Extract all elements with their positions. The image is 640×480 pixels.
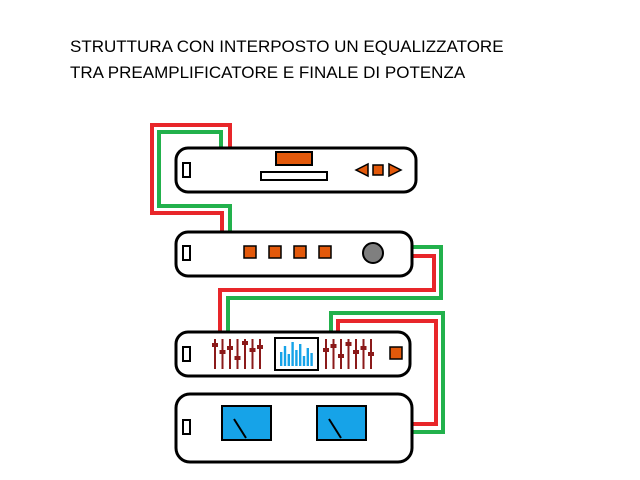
eq-slider-knob [242, 341, 248, 345]
eq-bypass-button [389, 346, 403, 360]
power-switch-icon [182, 245, 191, 261]
eq-slider-knob [234, 356, 241, 360]
cable-equalizer-to-power-amp [329, 311, 445, 434]
slider-bank-right [323, 339, 374, 369]
cable-red [336, 319, 438, 426]
cable-cd-to-preamp [150, 123, 232, 233]
spectrum-bar [283, 346, 287, 366]
spectrum-bar [295, 350, 298, 366]
power-switch-icon [182, 346, 191, 362]
eq-slider-knob [219, 350, 226, 354]
equalizer [174, 330, 412, 378]
slider-bank-left [212, 339, 263, 369]
eq-slider-knob [338, 354, 344, 358]
cd-player-body [174, 146, 418, 194]
input-selector-button [268, 245, 282, 259]
input-selector-button [243, 245, 257, 259]
cable-preamp-to-equalizer [218, 245, 443, 334]
vu-meter-needle [233, 418, 247, 439]
spectrum-bar [310, 353, 313, 366]
cable-red [218, 254, 436, 334]
play-icon [388, 162, 403, 178]
eq-slider-knob [368, 352, 374, 356]
stop-icon [372, 164, 384, 176]
eq-slider-knob [249, 348, 256, 352]
eq-slider-knob [257, 345, 263, 349]
cable-red [150, 123, 232, 233]
power-amp-body [174, 392, 414, 464]
disc-tray [260, 171, 328, 181]
title-line-1: STRUTTURA CON INTERPOSTO UN EQUALIZZATOR… [70, 37, 504, 56]
vu-meter-icon [316, 405, 367, 441]
title-line-2: TRA PREAMPLIFICATORE E FINALE DI POTENZA [70, 63, 466, 82]
input-selector-button [293, 245, 307, 259]
spectrum-bar [280, 352, 283, 366]
spectrum-bars [280, 342, 313, 366]
volume-knob-icon [362, 242, 384, 264]
cd-player [174, 146, 418, 194]
preamplifier [174, 230, 414, 278]
vu-meter-needle [328, 418, 342, 439]
display-panel [275, 151, 313, 166]
cable-green [329, 311, 445, 434]
eq-slider-knob [323, 348, 329, 352]
spectrum-bar [299, 344, 302, 366]
spectrum-bar [302, 356, 306, 366]
cable-green [226, 245, 443, 334]
eq-slider-knob [345, 342, 352, 346]
power-switch-icon [182, 419, 191, 435]
power-switch-icon [182, 162, 191, 178]
cable-green [157, 130, 232, 233]
eq-slider-knob [353, 350, 359, 354]
input-selector-button [318, 245, 332, 259]
power-amplifier [174, 392, 414, 464]
eq-slider-knob [330, 344, 337, 348]
play-reverse-icon [354, 162, 369, 178]
spectrum-bar [291, 342, 294, 366]
spectrum-bar [287, 354, 290, 366]
eq-slider-knob [227, 346, 233, 350]
eq-slider-knob [212, 343, 218, 347]
spectrum-bar [306, 348, 309, 366]
eq-slider-knob [360, 346, 367, 350]
vu-meter-icon [221, 405, 272, 441]
